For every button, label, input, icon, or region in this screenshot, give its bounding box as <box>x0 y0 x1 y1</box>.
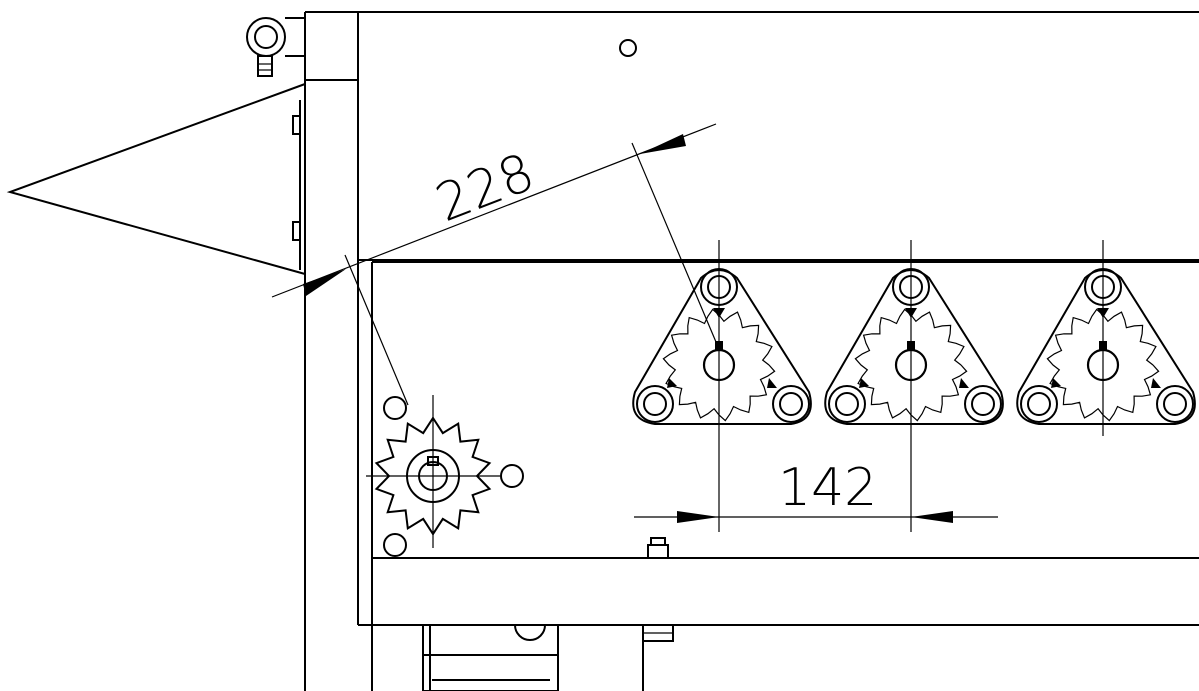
idler-tab <box>767 378 777 388</box>
idler-roller <box>636 385 674 423</box>
idler-roller <box>828 385 866 423</box>
main-panel <box>358 259 1199 626</box>
idler-roller-bore <box>1163 392 1187 416</box>
dimension-142-label: 142 <box>778 458 877 518</box>
dimension-142: 142 <box>634 458 998 523</box>
idler-roller <box>1020 385 1058 423</box>
idler-plate <box>1016 269 1196 425</box>
idler-roller-bore <box>1027 392 1051 416</box>
idler-roller-bore <box>643 392 667 416</box>
bottom-bolt <box>642 537 674 691</box>
idler-plate <box>824 269 1004 425</box>
idler-tab <box>1151 378 1161 388</box>
bottom-gearbox <box>422 624 559 691</box>
frame-left-post <box>304 11 1199 691</box>
idler-unit <box>1016 240 1196 436</box>
idler-sprocket <box>1046 308 1160 422</box>
dimension-228-label: 228 <box>428 143 542 235</box>
idler-units <box>632 240 1196 532</box>
roller-bracket <box>246 17 305 77</box>
idler-roller-bore <box>835 392 859 416</box>
idler-roller <box>1156 385 1194 423</box>
top-hole <box>619 39 637 57</box>
idler-roller-bore <box>779 392 803 416</box>
idler-roller <box>772 385 810 423</box>
idler-unit <box>824 240 1004 532</box>
idler-sprocket <box>854 308 968 422</box>
idler-unit <box>632 240 812 532</box>
idler-sprocket <box>662 308 776 422</box>
drive-sprocket <box>366 395 524 557</box>
idler-tab <box>667 378 677 388</box>
idler-plate <box>632 269 812 425</box>
dimension-228: 228 <box>271 123 717 406</box>
idler-roller-bore <box>971 392 995 416</box>
idler-roller <box>964 385 1002 423</box>
left-guard <box>6 83 306 275</box>
idler-tab <box>1051 378 1061 388</box>
idler-tab <box>959 378 969 388</box>
idler-tab <box>859 378 869 388</box>
